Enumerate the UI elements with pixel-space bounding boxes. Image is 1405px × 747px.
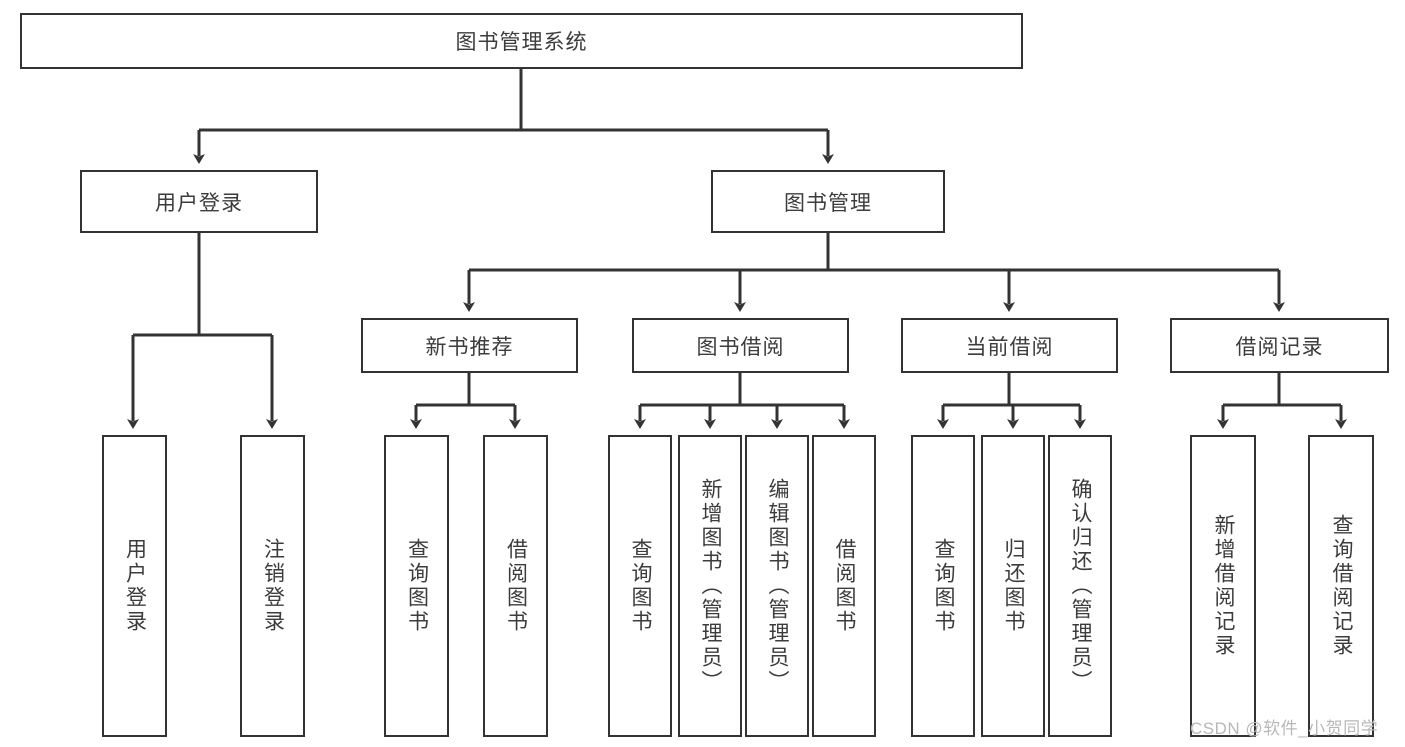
- leaf-add-book-admin-label: 新增图书（管理员）: [699, 478, 723, 694]
- leaf-edit-book-admin-label: 编辑图书（管理员）: [766, 478, 790, 694]
- node-current-borrow-label: 当前借阅: [965, 335, 1054, 359]
- leaf-add-book-admin[interactable]: 新增图书（管理员）: [678, 435, 742, 737]
- leaf-logout-label: 注销登录: [261, 538, 285, 634]
- leaf-query-book-borrow[interactable]: 查询图书: [608, 435, 672, 737]
- node-book-management[interactable]: 图书管理: [711, 170, 945, 233]
- leaf-query-book-recommend-label: 查询图书: [405, 538, 429, 634]
- node-new-book-recommend-label: 新书推荐: [425, 335, 514, 359]
- leaf-borrow-book[interactable]: 借阅图书: [812, 435, 876, 737]
- node-user-login[interactable]: 用户登录: [80, 170, 318, 233]
- node-book-borrow[interactable]: 图书借阅: [632, 318, 849, 373]
- leaf-borrow-book-label: 借阅图书: [833, 538, 857, 634]
- node-current-borrow[interactable]: 当前借阅: [901, 318, 1118, 373]
- leaf-confirm-return-admin[interactable]: 确认归还（管理员）: [1048, 435, 1112, 737]
- leaf-return-book[interactable]: 归还图书: [981, 435, 1045, 737]
- leaf-query-borrow-record[interactable]: 查询借阅记录: [1308, 435, 1374, 737]
- leaf-user-login[interactable]: 用户登录: [102, 435, 167, 737]
- leaf-borrow-book-recommend-label: 借阅图书: [504, 538, 528, 634]
- leaf-edit-book-admin[interactable]: 编辑图书（管理员）: [745, 435, 809, 737]
- leaf-add-borrow-record-label: 新增借阅记录: [1212, 514, 1236, 658]
- node-borrow-record[interactable]: 借阅记录: [1170, 318, 1389, 373]
- leaf-logout[interactable]: 注销登录: [240, 435, 305, 737]
- leaf-borrow-book-recommend[interactable]: 借阅图书: [483, 435, 548, 737]
- node-borrow-record-label: 借阅记录: [1235, 335, 1324, 359]
- node-root[interactable]: 图书管理系统: [20, 13, 1023, 69]
- leaf-confirm-return-admin-label: 确认归还（管理员）: [1069, 478, 1093, 694]
- node-new-book-recommend[interactable]: 新书推荐: [361, 318, 578, 373]
- leaf-query-book-current[interactable]: 查询图书: [911, 435, 975, 737]
- leaf-query-book-recommend[interactable]: 查询图书: [384, 435, 449, 737]
- leaf-query-borrow-record-label: 查询借阅记录: [1330, 514, 1354, 658]
- leaf-add-borrow-record[interactable]: 新增借阅记录: [1190, 435, 1256, 737]
- leaf-return-book-label: 归还图书: [1002, 538, 1026, 634]
- node-book-management-label: 图书管理: [784, 191, 872, 215]
- watermark: CSDN @软件_小贺同学: [1190, 719, 1379, 738]
- leaf-query-book-borrow-label: 查询图书: [629, 538, 653, 634]
- leaf-user-login-label: 用户登录: [123, 538, 147, 634]
- node-user-login-label: 用户登录: [155, 191, 243, 215]
- leaf-query-book-current-label: 查询图书: [932, 538, 956, 634]
- node-root-label: 图书管理系统: [455, 31, 588, 54]
- node-book-borrow-label: 图书借阅: [696, 335, 785, 359]
